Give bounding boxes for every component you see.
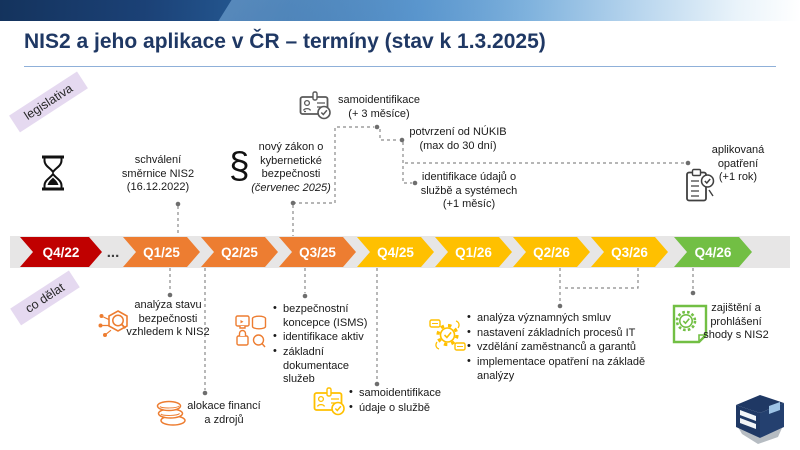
title-divider — [24, 66, 776, 67]
annotation-procesy: analýza významných smluv nastavení zákla… — [466, 311, 684, 384]
annotation-analyza: analýza stavu bezpečnosti vzhledem k NIS… — [126, 299, 210, 339]
annotation-isms: bezpečnostní koncepce (ISMS) identifikac… — [272, 302, 370, 388]
security-analysis-icon — [97, 306, 132, 343]
annotation-potvrzeni: potvrzení od NÚKIB (max do 30 dní) — [409, 126, 507, 152]
section-sign-icon: § — [229, 145, 250, 186]
timeline-q4-26: Q4/26 — [674, 237, 752, 267]
annotation-zakon: nový zákon o kybernetické bezpečnosti (č… — [251, 141, 331, 194]
timeline-q4-22: Q4/22 — [20, 237, 102, 267]
annotation-identifikace: identifikace údajů o službě a systémech … — [420, 171, 518, 211]
isms-assets-icon — [235, 314, 267, 349]
company-logo — [732, 391, 788, 445]
annotation-alokace: alokace financí a zdrojů — [187, 400, 261, 426]
process-gear-icon — [429, 316, 466, 354]
clipboard-icon — [685, 168, 715, 204]
page-title: NIS2 a jeho aplikace v ČR – termíny (sta… — [24, 30, 546, 53]
annotation-aplikovana: aplikovaná opatření (+1 rok) — [711, 144, 765, 184]
top-banner — [0, 0, 800, 21]
timeline-ellipsis: ... — [106, 244, 120, 261]
annotation-shoda: zajištění a prohlášení shody s NIS2 — [703, 302, 769, 342]
annotation-smernice: schválení směrnice NIS2 (16.12.2022) — [121, 154, 195, 194]
timeline-q3-25: Q3/25 — [279, 237, 356, 267]
legislativa-tag: legislativa — [9, 71, 88, 133]
id-card-icon — [299, 90, 333, 121]
hourglass-icon — [38, 154, 68, 192]
compliance-certificate-icon — [671, 303, 709, 345]
id-card-yellow-icon — [313, 386, 347, 417]
co-delat-tag: co dělat — [10, 270, 80, 326]
annotation-samoidentifikace: samoidentifikace (+ 3 měsíce) — [338, 94, 420, 120]
coins-icon — [156, 399, 187, 427]
annotation-samoidentifikace-bottom: samoidentifikace údaje o službě — [348, 386, 468, 416]
